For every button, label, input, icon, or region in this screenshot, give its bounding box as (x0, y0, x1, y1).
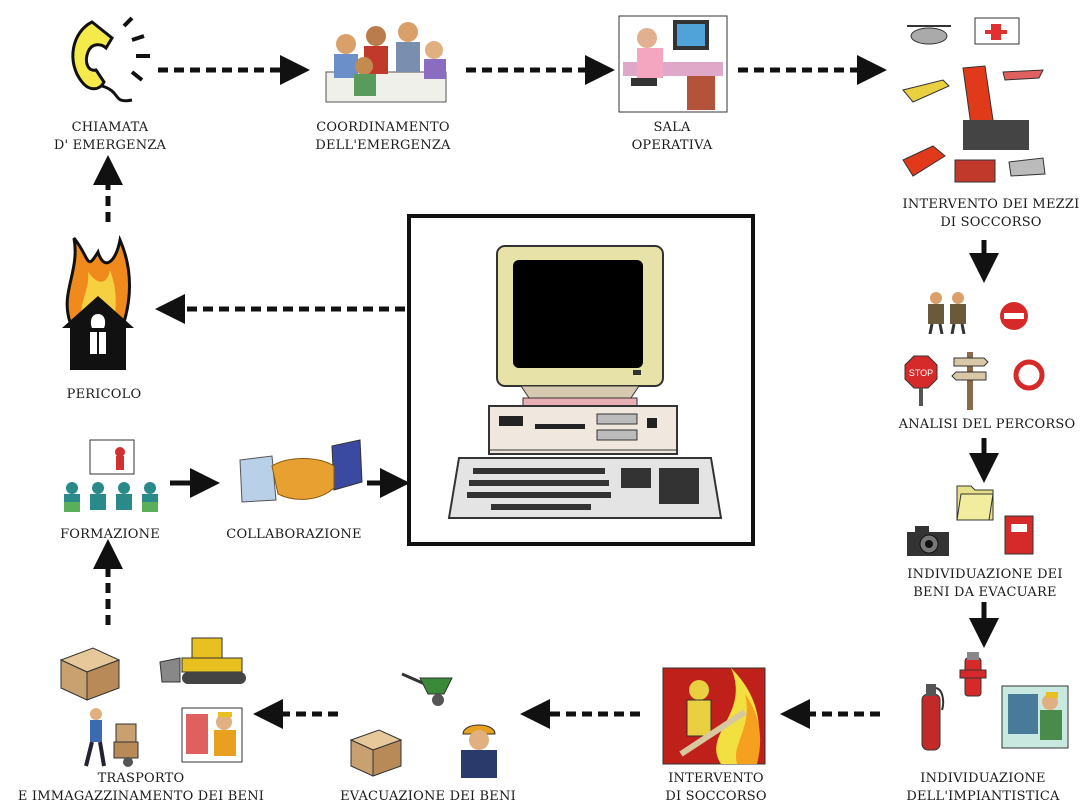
house-fire-icon (62, 234, 134, 370)
firefighter-icon (662, 667, 766, 765)
bulldozer-icon (159, 637, 246, 684)
label-intervento-mezzi: INTERVENTO DEI MEZZI DI SOCCORSO (903, 196, 1080, 232)
extinguisher-icon (921, 684, 945, 751)
label-analisi: ANALISI DEL PERCORSO (899, 416, 1076, 434)
worker-icon (461, 724, 497, 778)
label-line: SALA (653, 120, 691, 135)
label-line: D' EMERGENZA (53, 138, 167, 153)
meeting-icon (325, 22, 447, 103)
prohibition-ring-icon (1013, 359, 1045, 391)
stop-sign-text: STOP (909, 368, 933, 378)
label-evacuazione: EVACUAZIONE DEI BENI (340, 788, 516, 806)
wheelbarrow-icon (401, 672, 453, 706)
label-line: INTERVENTO DEI MEZZI (902, 197, 1080, 212)
computer-frame (407, 214, 755, 546)
operator-icon (618, 15, 728, 113)
label-line: DELL'EMERGENZA (315, 138, 451, 153)
hand-truck-icon (84, 708, 139, 767)
signpost-icon (951, 352, 989, 410)
label-formazione: FORMAZIONE (60, 526, 160, 544)
rescue-vehicles-icon (902, 17, 1046, 183)
box-icon (59, 647, 121, 701)
label-collaborazione: COLLABORAZIONE (226, 526, 361, 544)
fire-hydrant-icon (959, 652, 987, 697)
label-individuazione-impiantistica: INDIVIDUAZIONE DELL'IMPIANTISTICA (906, 770, 1059, 806)
telephone-icon (71, 16, 150, 103)
handshake-icon (239, 439, 363, 503)
label-sala: SALA OPERATIVA (632, 119, 713, 155)
label-line: TRASPORTO (97, 771, 185, 786)
notebook-icon (1004, 515, 1034, 555)
label-line: COLLABORAZIONE (226, 527, 362, 542)
label-trasporto: TRASPORTO E IMMAGAZZINAMENTO DEI BENI (18, 770, 264, 806)
label-line: DI SOCCORSO (940, 215, 1042, 230)
label-coordinamento: COORDINAMENTO DELL'EMERGENZA (315, 119, 450, 155)
presentation-icon (64, 439, 158, 512)
technician-icon (1001, 685, 1069, 749)
label-line: INDIVIDUAZIONE (920, 771, 1046, 786)
label-line: ANALISI DEL PERCORSO (898, 417, 1076, 432)
label-line: BENI DA EVACUARE (913, 585, 1057, 600)
label-line: OPERATIVA (631, 138, 713, 153)
box-icon (349, 729, 403, 777)
label-line: COORDINAMENTO (316, 120, 450, 135)
people-icon (928, 292, 966, 334)
camera-icon (907, 526, 949, 556)
label-line: E IMMAGAZZINAMENTO DEI BENI (17, 789, 265, 804)
label-line: PERICOLO (66, 387, 142, 402)
folder-icon (956, 485, 994, 521)
stop-sign-icon: STOP (904, 355, 938, 406)
label-line: CHIAMATA (71, 120, 149, 135)
label-intervento-soccorso: INTERVENTO DI SOCCORSO (665, 770, 766, 806)
label-line: INDIVIDUAZIONE DEI (907, 567, 1063, 582)
worker-icon (181, 707, 243, 763)
label-line: INTERVENTO (668, 771, 764, 786)
computer-icon (447, 245, 723, 519)
label-individuazione-beni: INDIVIDUAZIONE DEI BENI DA EVACUARE (907, 566, 1062, 602)
label-line: EVACUAZIONE DEI BENI (340, 789, 516, 804)
label-pericolo: PERICOLO (67, 386, 142, 404)
label-chiamata: CHIAMATA D' EMERGENZA (54, 119, 166, 155)
label-line: DELL'IMPIANTISTICA (906, 789, 1060, 804)
label-line: FORMAZIONE (60, 527, 160, 542)
no-entry-icon (1000, 302, 1028, 330)
label-line: DI SOCCORSO (665, 789, 767, 804)
